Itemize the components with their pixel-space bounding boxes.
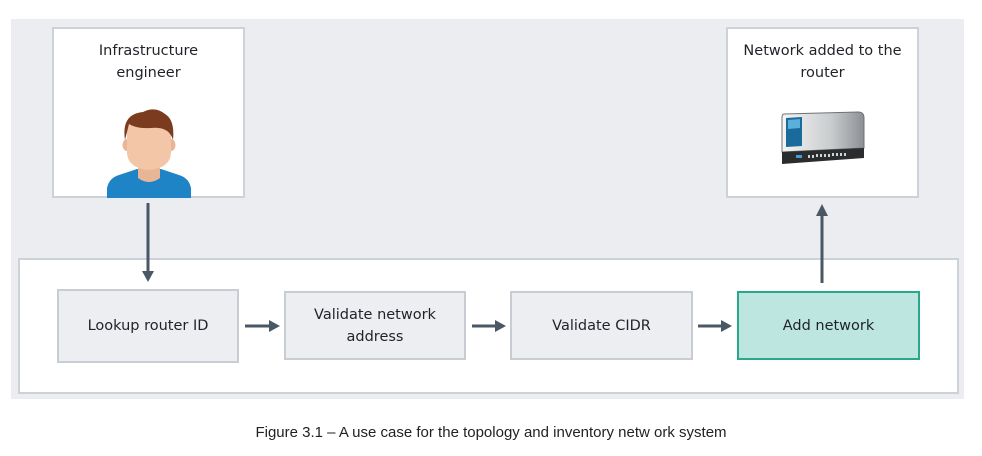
step-label: Validate network address [314, 306, 436, 345]
step-add-network: Add network [737, 291, 920, 360]
person-icon [107, 109, 191, 198]
arrow-validate-address-to-cidr-head [495, 320, 506, 332]
step-lookup-router-id: Lookup router ID [57, 289, 239, 363]
step-label: Lookup router ID [87, 318, 209, 334]
step-label: Add network [782, 317, 875, 334]
arrow-lookup-to-validate-address-head [269, 320, 280, 332]
step-label: Validate CIDR [552, 317, 651, 334]
arrow-cidr-to-add-network-head [721, 320, 732, 332]
router-icon [781, 111, 865, 164]
arrow-engineer-to-lookup-head [142, 271, 154, 282]
step-validate-cidr: Validate CIDR [510, 291, 693, 360]
result-label: Network added to the router [743, 43, 902, 81]
arrow-add-network-to-result-head [816, 204, 828, 216]
engineer-label: Infrastructure engineer [98, 43, 199, 81]
step-validate-network-address: Validate network address [284, 291, 466, 360]
figure-caption: Figure 3.1 – A use case for the topology… [255, 424, 727, 441]
